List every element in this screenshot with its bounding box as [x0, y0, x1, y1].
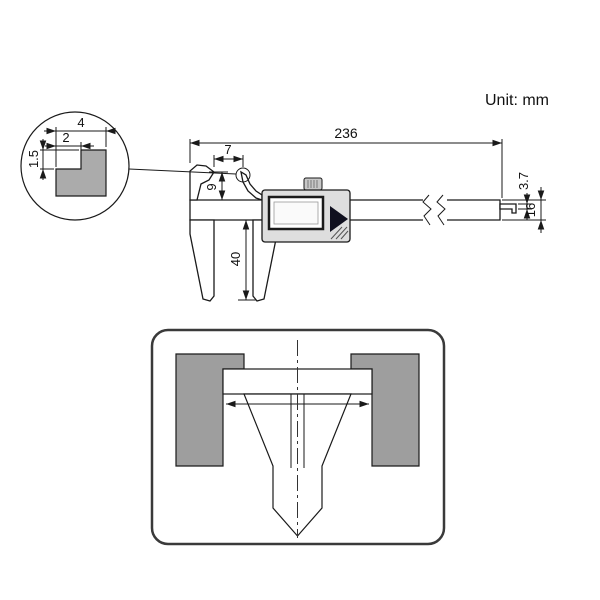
- break-line-right: [436, 194, 446, 226]
- lcd-screen: [273, 201, 319, 225]
- detail-view: 4 2 1.5: [20, 111, 237, 221]
- dim-overall-length: 236: [189, 125, 503, 198]
- application-figure: [150, 328, 446, 546]
- dim-lower-jaw-depth-label: 40: [228, 252, 243, 266]
- dim-beam-height: 16: [502, 187, 546, 233]
- dim-upper-jaw-height: 9: [204, 171, 228, 200]
- beam-break-mask: [423, 198, 447, 222]
- beam-break: [422, 194, 447, 226]
- dim-tip-span: 7: [213, 142, 244, 167]
- dim-beam-height-label: 16: [523, 203, 538, 217]
- tip-profile: [55, 149, 107, 197]
- dim-rod-thickness-label: 3.7: [516, 172, 531, 190]
- dim-tip-width: 4: [44, 115, 116, 167]
- logo-triangle-icon: [330, 206, 348, 232]
- tip-highlight-circle: [235, 167, 251, 183]
- upper-fixed-jaw: [189, 164, 215, 201]
- leader-line: [128, 168, 237, 175]
- thumb-wheel: [303, 177, 323, 191]
- lower-fixed-jaw: [189, 219, 215, 302]
- dim-rod-thickness: 3.7: [516, 172, 532, 220]
- dim-tip-width-label: 4: [77, 115, 84, 130]
- unit-label: Unit: mm: [485, 92, 549, 109]
- grip-serrations: [330, 226, 349, 240]
- dim-upper-jaw-height-label: 9: [204, 183, 219, 190]
- dim-tip-step: 2: [45, 130, 94, 150]
- thumb-wheel-knurling: [307, 180, 318, 188]
- dim-lower-jaw-depth: 40: [228, 220, 256, 301]
- break-line-left: [422, 194, 432, 226]
- dim-tip-step-label: 2: [62, 130, 69, 145]
- dim-tip-thickness-label: 1.5: [26, 150, 41, 168]
- upper-moving-jaw: [240, 170, 263, 201]
- dim-tip-span-label: 7: [224, 142, 231, 157]
- dim-tip-thickness: 1.5: [26, 139, 79, 180]
- caliper-drawing: [189, 164, 517, 302]
- slider-unit: [261, 177, 351, 243]
- depth-rod: [499, 203, 517, 214]
- dim-overall-length-label: 236: [334, 125, 358, 141]
